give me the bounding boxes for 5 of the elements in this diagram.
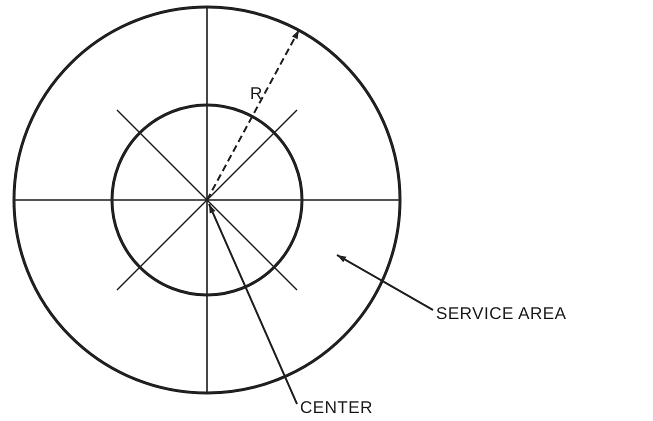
callout-text: SERVICE AREA <box>436 304 566 324</box>
leader-line <box>208 204 298 404</box>
radius-label: R <box>250 84 263 104</box>
leader-line <box>336 254 434 311</box>
callout-text: CENTER <box>300 398 373 418</box>
